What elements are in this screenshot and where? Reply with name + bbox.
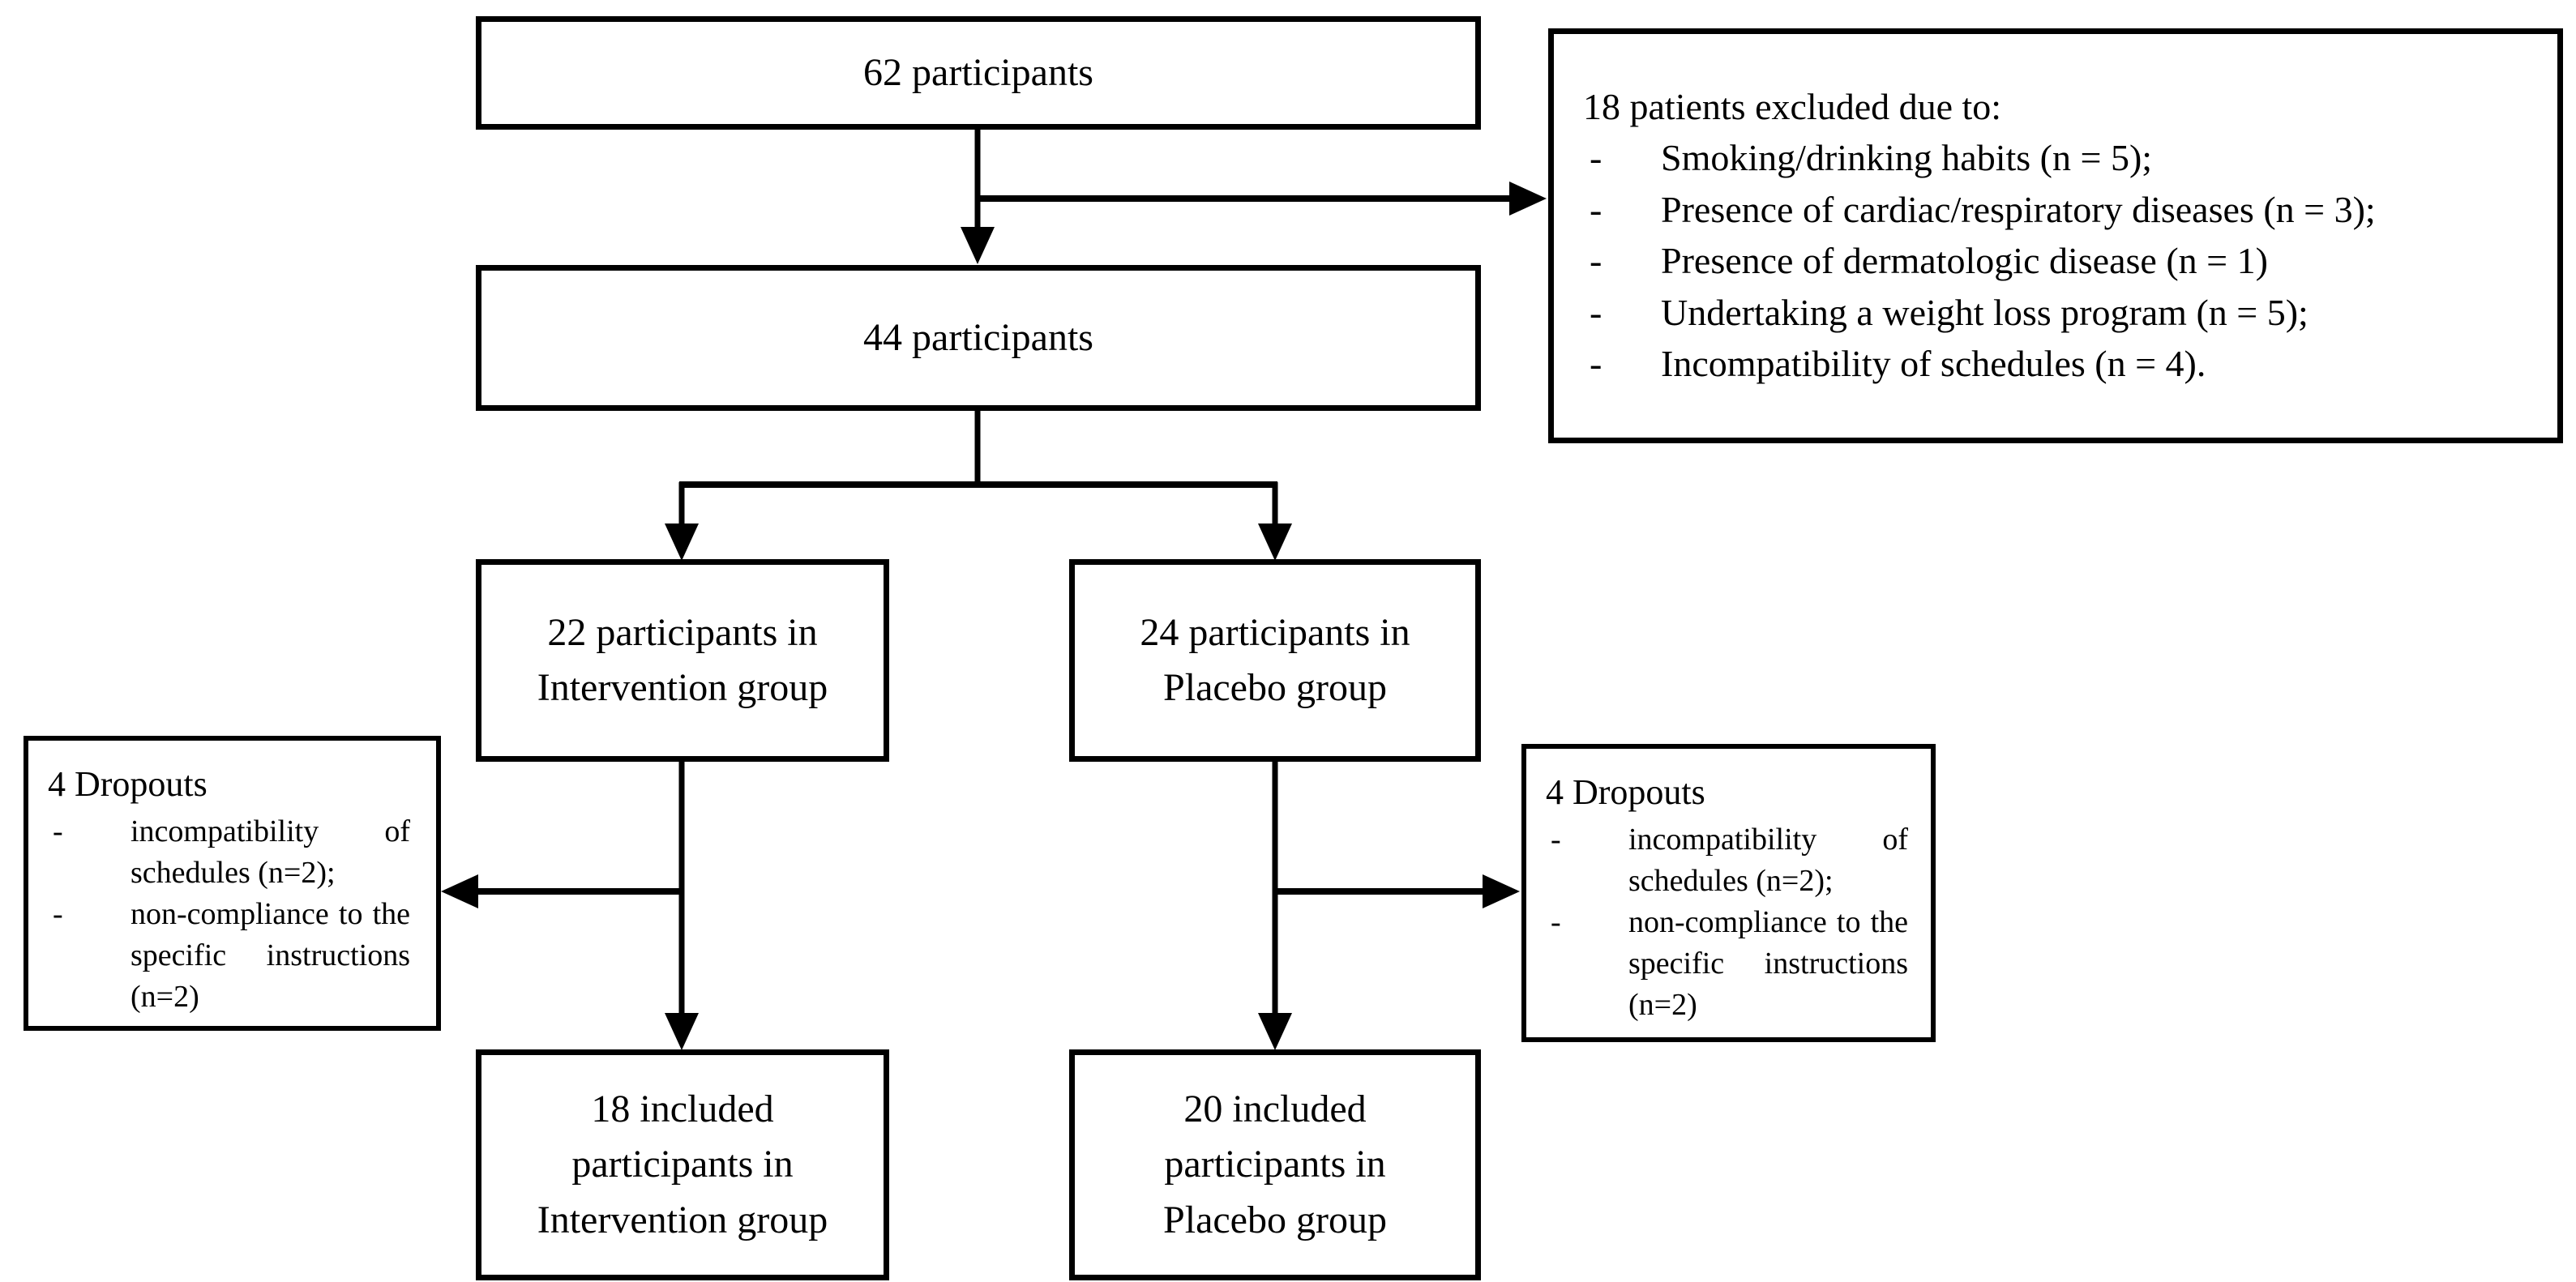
intervention-line: 22 participants in — [547, 610, 818, 654]
dropouts-title: 4 Dropouts — [48, 764, 208, 804]
included-placebo-line: 20 included — [1183, 1088, 1367, 1131]
excluded-item: - Smoking/drinking habits (n = 5); — [1581, 132, 2533, 183]
excluded-item: - Presence of cardiac/respiratory diseas… — [1581, 184, 2533, 235]
included-intervention-line: Intervention group — [537, 1198, 828, 1241]
bullet-dash: - — [1590, 291, 1603, 333]
bullet-dash: - — [1590, 188, 1603, 230]
intervention-line: Intervention group — [537, 666, 828, 709]
bullet-dash: - — [1551, 904, 1561, 939]
bullet-dash: - — [1590, 240, 1603, 282]
enrolled-participants-label: 44 participants — [863, 316, 1093, 360]
arrowhead-dropouts-right — [1483, 874, 1520, 908]
excluded-item: - Presence of dermatologic disease (n = … — [1581, 235, 2533, 286]
arrowhead-included-placebo — [1258, 1013, 1292, 1050]
arrowhead-enrolled — [961, 227, 995, 264]
bullet-dash: - — [1590, 343, 1603, 385]
excluded-item-text: Incompatibility of schedules (n = 4). — [1661, 343, 2206, 385]
dropout-item-text: incompatibility of schedules (n=2); — [131, 814, 410, 890]
arrowhead-placebo — [1258, 523, 1292, 561]
included-placebo-line: participants in — [1164, 1143, 1386, 1186]
dropouts-title: 4 Dropouts — [1546, 772, 1705, 812]
box-excluded: 18 patients excluded due to: - Smoking/d… — [1548, 28, 2563, 443]
arrowhead-intervention — [665, 523, 699, 561]
bullet-dash: - — [53, 814, 63, 848]
included-placebo-line: Placebo group — [1163, 1198, 1387, 1241]
placebo-line: 24 participants in — [1140, 610, 1410, 654]
included-intervention-line: participants in — [571, 1143, 794, 1186]
dropout-item: - non-compliance to the specific instruc… — [1546, 902, 1908, 1026]
dropout-item-text: incompatibility of schedules (n=2); — [1628, 823, 1908, 898]
box-included-placebo: 20 included participants in Placebo grou… — [1069, 1049, 1481, 1280]
box-placebo-group: 24 participants in Placebo group — [1069, 559, 1481, 762]
placebo-line: Placebo group — [1163, 666, 1387, 709]
arrowhead-included-intervention — [665, 1013, 699, 1050]
box-total-participants: 62 participants — [476, 16, 1481, 130]
dropout-item-text: non-compliance to the specific instructi… — [131, 896, 410, 1014]
excluded-title: 18 patients excluded due to: — [1583, 86, 2002, 127]
box-dropouts-intervention: 4 Dropouts - incompatibility of schedule… — [24, 736, 441, 1031]
box-included-intervention: 18 included participants in Intervention… — [476, 1049, 889, 1280]
excluded-item-text: Presence of dermatologic disease (n = 1) — [1661, 240, 2268, 282]
excluded-item-text: Smoking/drinking habits (n = 5); — [1661, 137, 2153, 179]
excluded-item-text: Presence of cardiac/respiratory diseases… — [1661, 188, 2376, 230]
bullet-dash: - — [1551, 823, 1561, 857]
dropout-item-text: non-compliance to the specific instructi… — [1628, 904, 1908, 1022]
excluded-item-text: Undertaking a weight loss program (n = 5… — [1661, 291, 2309, 333]
excluded-item: - Undertaking a weight loss program (n =… — [1581, 287, 2533, 338]
dropout-item: - non-compliance to the specific instruc… — [48, 894, 413, 1018]
bullet-dash: - — [1590, 137, 1603, 179]
bullet-dash: - — [53, 896, 63, 931]
box-intervention-group: 22 participants in Intervention group — [476, 559, 889, 762]
arrowhead-excluded — [1509, 182, 1547, 216]
dropout-item: - incompatibility of schedules (n=2); — [48, 811, 413, 894]
total-participants-label: 62 participants — [863, 51, 1093, 95]
box-enrolled-participants: 44 participants — [476, 265, 1481, 411]
included-intervention-line: 18 included — [591, 1088, 774, 1131]
box-dropouts-placebo: 4 Dropouts - incompatibility of schedule… — [1521, 744, 1936, 1042]
arrowhead-dropouts-left — [441, 874, 478, 908]
dropout-item: - incompatibility of schedules (n=2); — [1546, 819, 1908, 902]
excluded-item: - Incompatibility of schedules (n = 4). — [1581, 338, 2533, 389]
